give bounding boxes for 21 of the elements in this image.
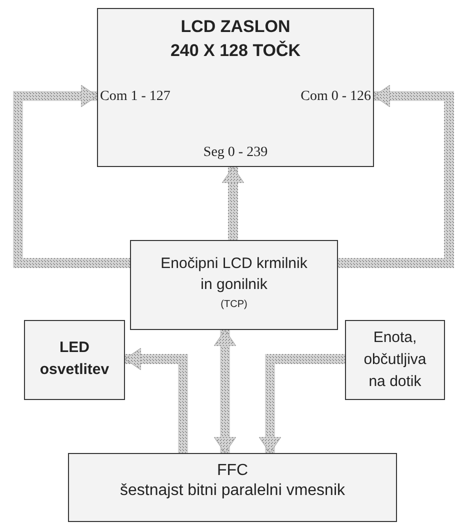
controller-note: (TCP) [220, 299, 248, 310]
interface-box [68, 453, 397, 522]
display-title: LCD ZASLON 240 X 128 TOČK [169, 16, 302, 62]
backlight-label: LED osvetlitev [38, 338, 110, 380]
controller-box [130, 240, 338, 330]
touch-unit-label: Enota, občutljiva na dotik [362, 328, 428, 392]
backlight-box [24, 320, 125, 400]
interface-label: šestnajst bitni paralelni vmesnik [120, 482, 345, 500]
pin-label: Seg 0 - 239 [203, 145, 268, 161]
arrow [338, 84, 454, 268]
arrow [124, 348, 188, 453]
controller-label: Enočipni LCD krmilnik in gonilnik [160, 254, 308, 295]
arrow [258, 354, 345, 454]
pin-label: Com 0 - 126 [300, 89, 371, 105]
arrow [13, 84, 130, 268]
pin-label: Com 1 - 127 [100, 89, 170, 105]
arrow [222, 166, 244, 240]
display-box [97, 8, 374, 167]
interface-title: FFC [216, 462, 248, 480]
arrow [214, 330, 236, 454]
touch-unit-box [345, 320, 445, 400]
